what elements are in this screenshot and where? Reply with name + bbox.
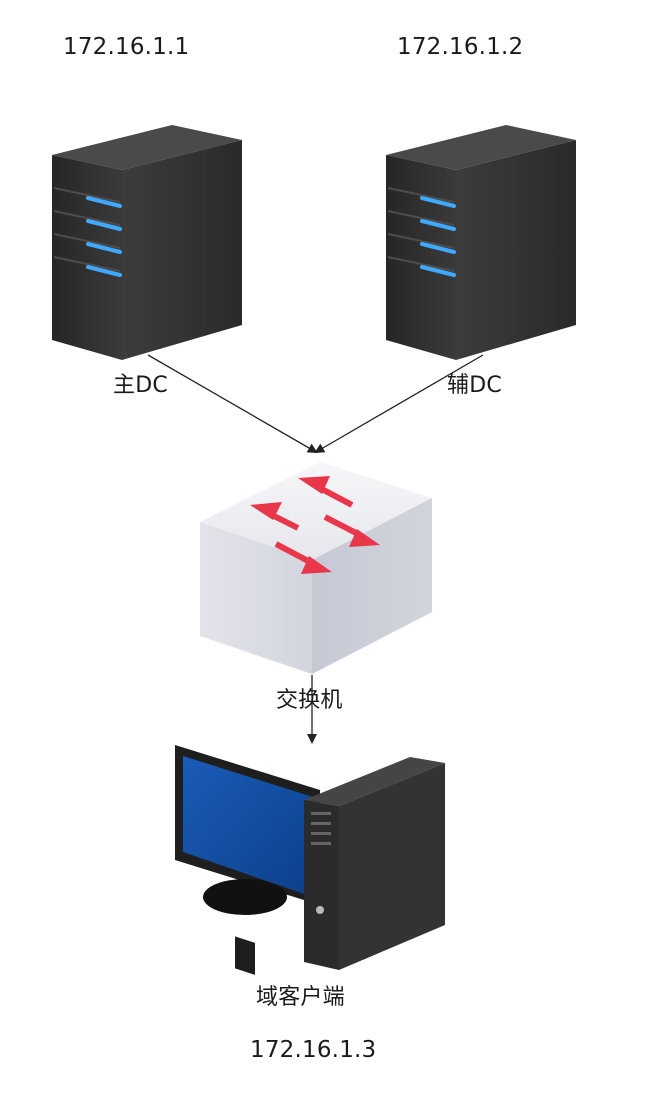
secondary-dc-ip: 172.16.1.2 — [397, 34, 524, 60]
secondary-dc-label: 辅DC — [447, 373, 502, 398]
client-ip: 172.16.1.3 — [250, 1037, 377, 1063]
client-label: 域客户端 — [256, 985, 345, 1010]
primary-dc-label: 主DC — [113, 373, 168, 398]
network-switch-icon — [200, 462, 432, 674]
desktop-computer-icon — [175, 745, 445, 975]
switch-label: 交换机 — [276, 688, 343, 713]
link-secondary-to-switch — [314, 354, 484, 454]
primary-dc-server-icon — [52, 125, 242, 360]
secondary-dc-server-icon — [386, 125, 576, 360]
primary-dc-ip: 172.16.1.1 — [63, 34, 190, 60]
link-primary-to-switch — [147, 354, 318, 454]
